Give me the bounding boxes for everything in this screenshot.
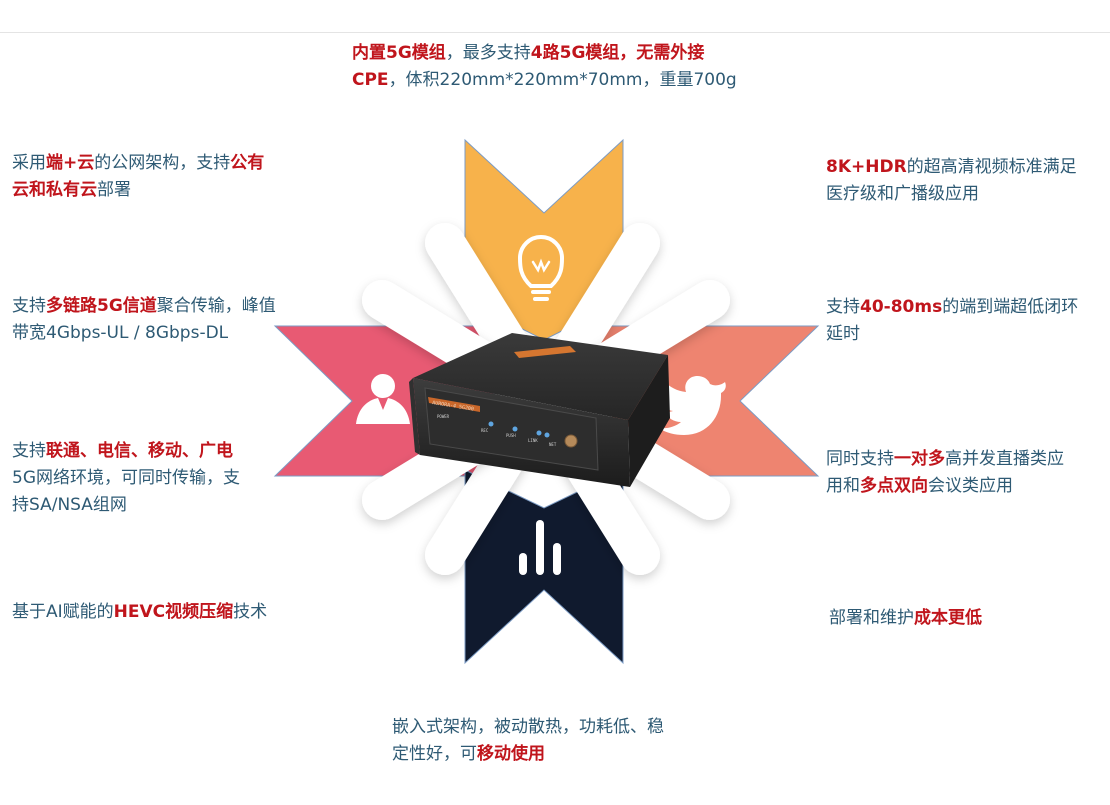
highlight-text: 一对多 xyxy=(894,449,945,469)
body-text: 采用 xyxy=(12,153,46,173)
led-1 xyxy=(488,421,494,427)
device-btn-label-3: PUSH xyxy=(506,433,516,438)
body-text: 医疗级和广播级应用 xyxy=(826,184,979,204)
feature-left-2: 支持多链路5G信道聚合传输，峰值带宽4Gbps-UL / 8Gbps-DL xyxy=(12,293,276,347)
highlight-text: 内置5G模组 xyxy=(352,43,446,63)
body-text: 技术 xyxy=(233,602,268,622)
body-text: 会议类应用 xyxy=(928,476,1013,496)
user-icon xyxy=(356,374,410,424)
body-text: 部署 xyxy=(97,180,131,200)
highlight-text: 公有 xyxy=(230,153,265,173)
highlight-text: 联通、电信、移动、广电 xyxy=(46,441,233,461)
highlight-text: HEVC视频压缩 xyxy=(113,602,234,622)
body-text: ，体积220mm*220mm*70mm，重量700g xyxy=(388,70,737,90)
body-text: 带宽4Gbps-UL / 8Gbps-DL xyxy=(12,323,229,343)
top-divider xyxy=(0,32,1110,33)
highlight-text: CPE xyxy=(352,70,389,90)
body-text: 聚合传输，峰值 xyxy=(156,296,276,316)
body-text: 定性好，可 xyxy=(392,744,477,764)
feature-right-3: 同时支持一对多高并发直播类应用和多点双向会议类应用 xyxy=(826,446,1064,500)
highlight-text: 多点双向 xyxy=(860,476,928,496)
highlight-text: 4路5G模组，无需外接 xyxy=(530,43,705,63)
led-3 xyxy=(536,430,542,436)
led-2 xyxy=(512,426,518,432)
brand-plate xyxy=(514,346,576,358)
bird-icon xyxy=(659,375,726,435)
device-btn-label-1: POWER xyxy=(437,414,450,419)
power-knob xyxy=(564,434,578,448)
feature-left-3: 支持联通、电信、移动、广电 5G网络环境，可同时传输，支持SA/NSA组网 xyxy=(12,438,240,519)
body-text: 支持 xyxy=(826,297,860,317)
feature-right-2: 支持40-80ms的端到端超低闭环延时 xyxy=(826,294,1078,348)
body-text: 持SA/NSA组网 xyxy=(12,495,127,515)
body-text: 用和 xyxy=(826,476,860,496)
body-text: 支持 xyxy=(12,296,46,316)
feature-right-4: 部署和维护成本更低 xyxy=(829,605,982,632)
device-image: AURORA-4 5G200 POWER REC PUSH LINK NET xyxy=(409,333,670,487)
device-btn-label-4: LINK xyxy=(528,438,538,443)
highlight-text: 端+云 xyxy=(46,153,95,173)
body-text: 的超高清视频标准满足 xyxy=(906,157,1077,177)
feature-left-1: 采用端+云的公网架构，支持公有云和私有云部署 xyxy=(12,150,264,204)
body-text: 的端到端超低闭环 xyxy=(942,297,1079,317)
device-btn-label-2: REC xyxy=(481,428,489,433)
highlight-text: 云和私有云 xyxy=(12,180,97,200)
body-text: 同时支持 xyxy=(826,449,894,469)
body-text: 嵌入式架构，被动散热，功耗低、稳 xyxy=(392,717,664,737)
feature-right-1: 8K+HDR的超高清视频标准满足医疗级和广播级应用 xyxy=(826,154,1077,208)
highlight-text: 40-80ms xyxy=(860,297,943,317)
signal-bars-icon xyxy=(519,520,561,575)
body-text: 支持 xyxy=(12,441,46,461)
body-text: 部署和维护 xyxy=(829,608,914,628)
body-text: ，最多支持 xyxy=(445,43,531,63)
body-text: 高并发直播类应 xyxy=(945,449,1064,469)
feature-left-4: 基于AI赋能的HEVC视频压缩技术 xyxy=(12,599,267,626)
highlight-text: 多链路5G信道 xyxy=(46,296,157,316)
highlight-text: 8K+HDR xyxy=(826,157,907,177)
body-text: 延时 xyxy=(826,324,860,344)
feature-bottom: 嵌入式架构，被动散热，功耗低、稳定性好，可移动使用 xyxy=(392,714,664,768)
highlight-text: 成本更低 xyxy=(914,608,982,628)
feature-top: 内置5G模组，最多支持4路5G模组，无需外接 CPE，体积220mm*220mm*… xyxy=(352,40,737,94)
body-text: 5G网络环境，可同时传输，支 xyxy=(12,468,240,488)
lightbulb-icon xyxy=(517,235,565,301)
highlight-text: 移动使用 xyxy=(477,744,545,764)
body-text: 基于AI赋能的 xyxy=(12,602,114,622)
device-btn-label-5: NET xyxy=(549,442,557,447)
body-text: 的公网架构，支持 xyxy=(94,153,231,173)
led-4 xyxy=(544,432,550,438)
